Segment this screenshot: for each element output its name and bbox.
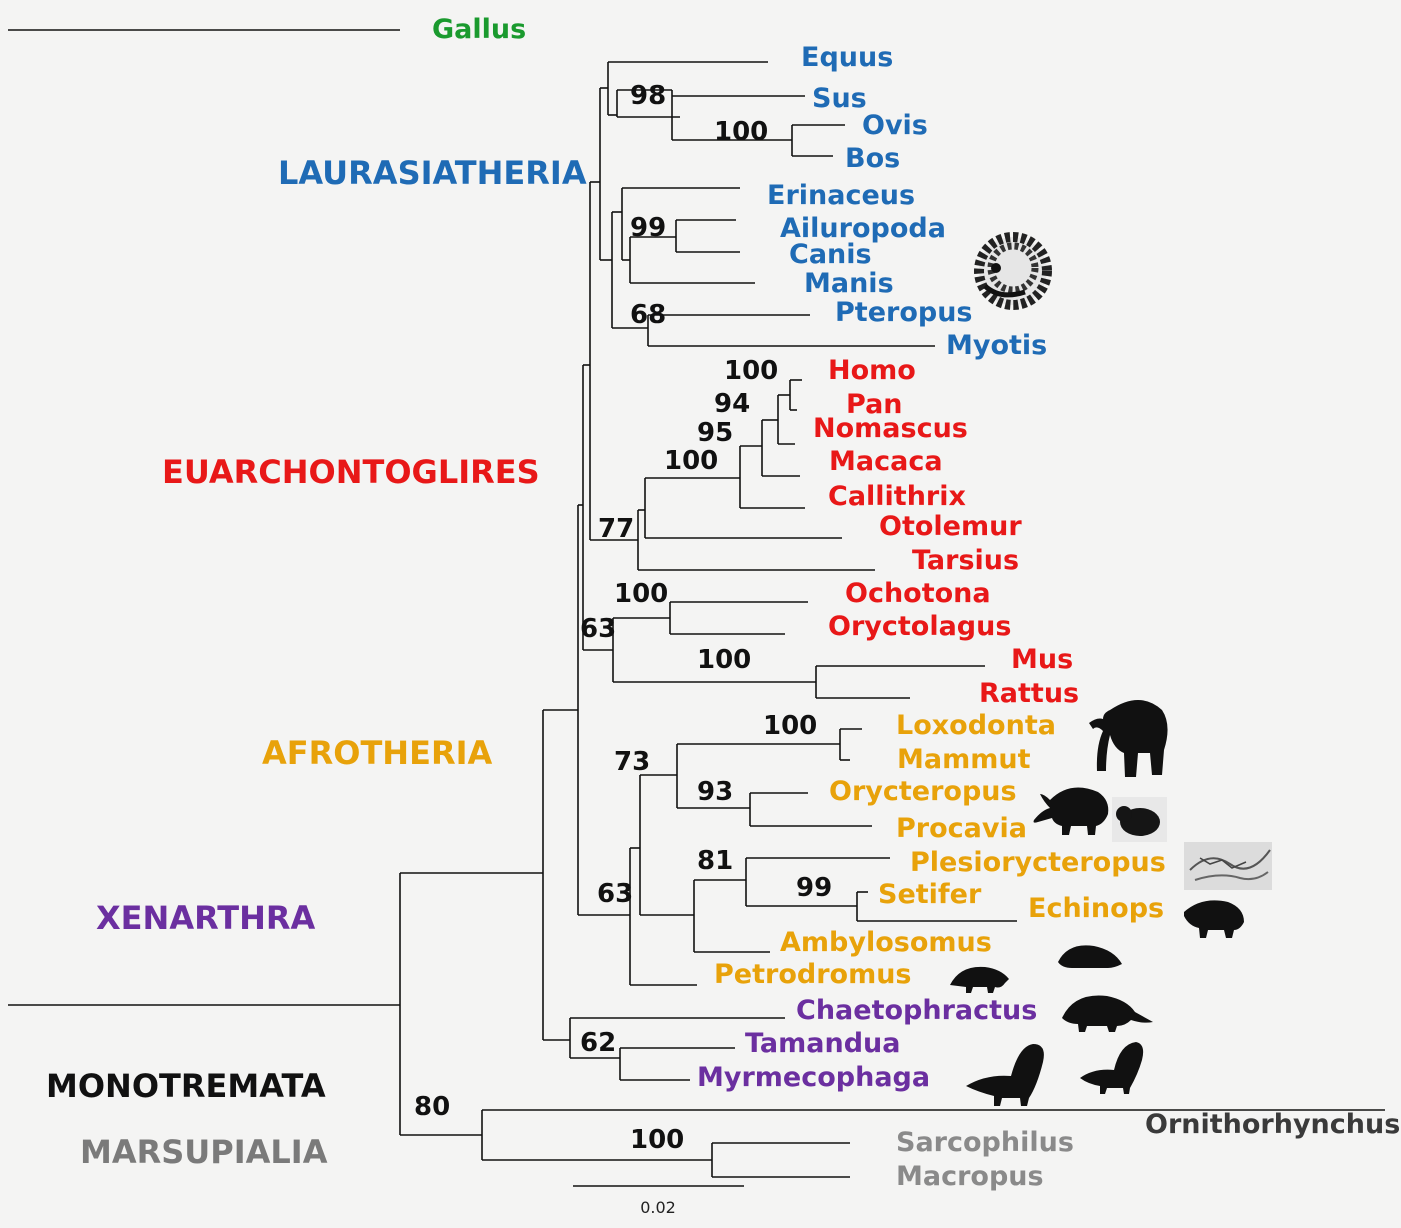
support-value: 73	[614, 747, 650, 777]
taxon-sus: Sus	[812, 83, 867, 114]
support-values: 98 100 99 68 100 94 95 100 77 100 63 100…	[414, 81, 832, 1155]
fossil-icon	[1184, 842, 1272, 890]
support-value: 100	[714, 117, 768, 147]
support-value: 81	[697, 846, 733, 876]
taxon-macropus: Macropus	[896, 1161, 1044, 1192]
taxon-ailuropoda: Ailuropoda	[780, 213, 946, 244]
clade-monotremata: MONOTREMATA	[46, 1067, 326, 1105]
taxon-myotis: Myotis	[946, 330, 1047, 361]
support-value: 99	[796, 873, 832, 903]
taxon-homo: Homo	[828, 355, 916, 386]
support-value: 80	[414, 1092, 450, 1122]
taxon-tarsius: Tarsius	[912, 545, 1019, 576]
support-value: 68	[630, 300, 666, 330]
aardvark-icon	[1033, 787, 1109, 835]
support-value: 99	[630, 213, 666, 243]
taxon-bos: Bos	[845, 143, 900, 174]
support-value: 93	[697, 777, 733, 807]
taxon-loxodonta: Loxodonta	[896, 710, 1056, 741]
tree-branches	[8, 29, 1385, 1178]
taxon-erinaceus: Erinaceus	[767, 180, 915, 211]
taxon-ornithorhynchus: Ornithorhynchus	[1145, 1109, 1400, 1140]
taxon-sarcophilus: Sarcophilus	[896, 1127, 1074, 1158]
elephant-icon	[1089, 700, 1168, 777]
support-value: 63	[597, 879, 633, 909]
support-value: 100	[724, 356, 778, 386]
taxon-manis: Manis	[804, 268, 894, 299]
support-value: 77	[598, 514, 634, 544]
support-value: 95	[697, 418, 733, 448]
support-value: 100	[614, 579, 668, 609]
support-value: 100	[697, 645, 751, 675]
clade-laurasiatheria: LAURASIATHERIA	[278, 154, 587, 192]
taxon-oryctolagus: Oryctolagus	[828, 611, 1011, 642]
support-value: 63	[580, 614, 616, 644]
taxon-procavia: Procavia	[896, 813, 1027, 844]
taxon-myrmecophaga: Myrmecophaga	[697, 1062, 930, 1093]
support-value: 98	[630, 81, 666, 111]
scale-bar-label: 0.02	[640, 1198, 676, 1217]
taxon-pan: Pan	[846, 389, 903, 420]
pangolin-icon	[974, 232, 1052, 310]
taxon-orycteropus: Orycteropus	[829, 776, 1017, 807]
support-value: 100	[763, 711, 817, 741]
clade-marsupialia: MARSUPIALIA	[80, 1133, 328, 1171]
elephant-shrew-icon	[950, 966, 1009, 993]
scale-bar: 0.02	[573, 1185, 744, 1217]
taxon-gallus: Gallus	[432, 14, 526, 45]
taxon-rattus: Rattus	[979, 678, 1079, 709]
support-value: 62	[580, 1028, 616, 1058]
armadillo-icon	[1062, 995, 1153, 1032]
hyrax-icon	[1112, 797, 1167, 842]
taxon-plesiorycteropus: Plesiorycteropus	[910, 847, 1166, 878]
taxon-ochotona: Ochotona	[845, 578, 991, 609]
clade-afrotheria: AFROTHERIA	[262, 734, 492, 772]
taxon-mammut: Mammut	[897, 744, 1031, 775]
taxon-ovis: Ovis	[862, 110, 928, 141]
taxon-canis: Canis	[789, 239, 872, 270]
support-value: 94	[714, 389, 750, 419]
golden-mole-icon	[1058, 945, 1122, 968]
taxon-mus: Mus	[1011, 644, 1073, 675]
support-value: 100	[630, 1125, 684, 1155]
taxon-chaetophractus: Chaetophractus	[796, 995, 1037, 1026]
taxon-macaca: Macaca	[829, 446, 943, 477]
clade-labels: LAURASIATHERIA EUARCHONTOGLIRES AFROTHER…	[46, 154, 587, 1171]
taxon-labels: Gallus Equus Sus Ovis Bos Erinaceus Ailu…	[432, 14, 1400, 1192]
anteater-icon	[966, 1044, 1044, 1106]
taxon-equus: Equus	[801, 42, 893, 73]
taxon-tamandua: Tamandua	[745, 1028, 901, 1059]
taxon-petrodromus: Petrodromus	[714, 959, 912, 990]
clade-xenarthra: XENARTHRA	[96, 899, 316, 937]
taxon-ambylosomus: Ambylosomus	[780, 927, 992, 958]
taxon-echinops: Echinops	[1028, 893, 1164, 924]
taxon-nomascus: Nomascus	[813, 413, 968, 444]
clade-euarchontoglires: EUARCHONTOGLIRES	[162, 453, 540, 491]
taxon-pteropus: Pteropus	[835, 297, 973, 328]
tenrec-icon	[1184, 900, 1244, 938]
taxon-callithrix: Callithrix	[828, 481, 966, 512]
anteater-icon	[1080, 1042, 1144, 1094]
taxon-setifer: Setifer	[878, 879, 982, 910]
taxon-otolemur: Otolemur	[879, 511, 1022, 542]
support-value: 100	[664, 446, 718, 476]
